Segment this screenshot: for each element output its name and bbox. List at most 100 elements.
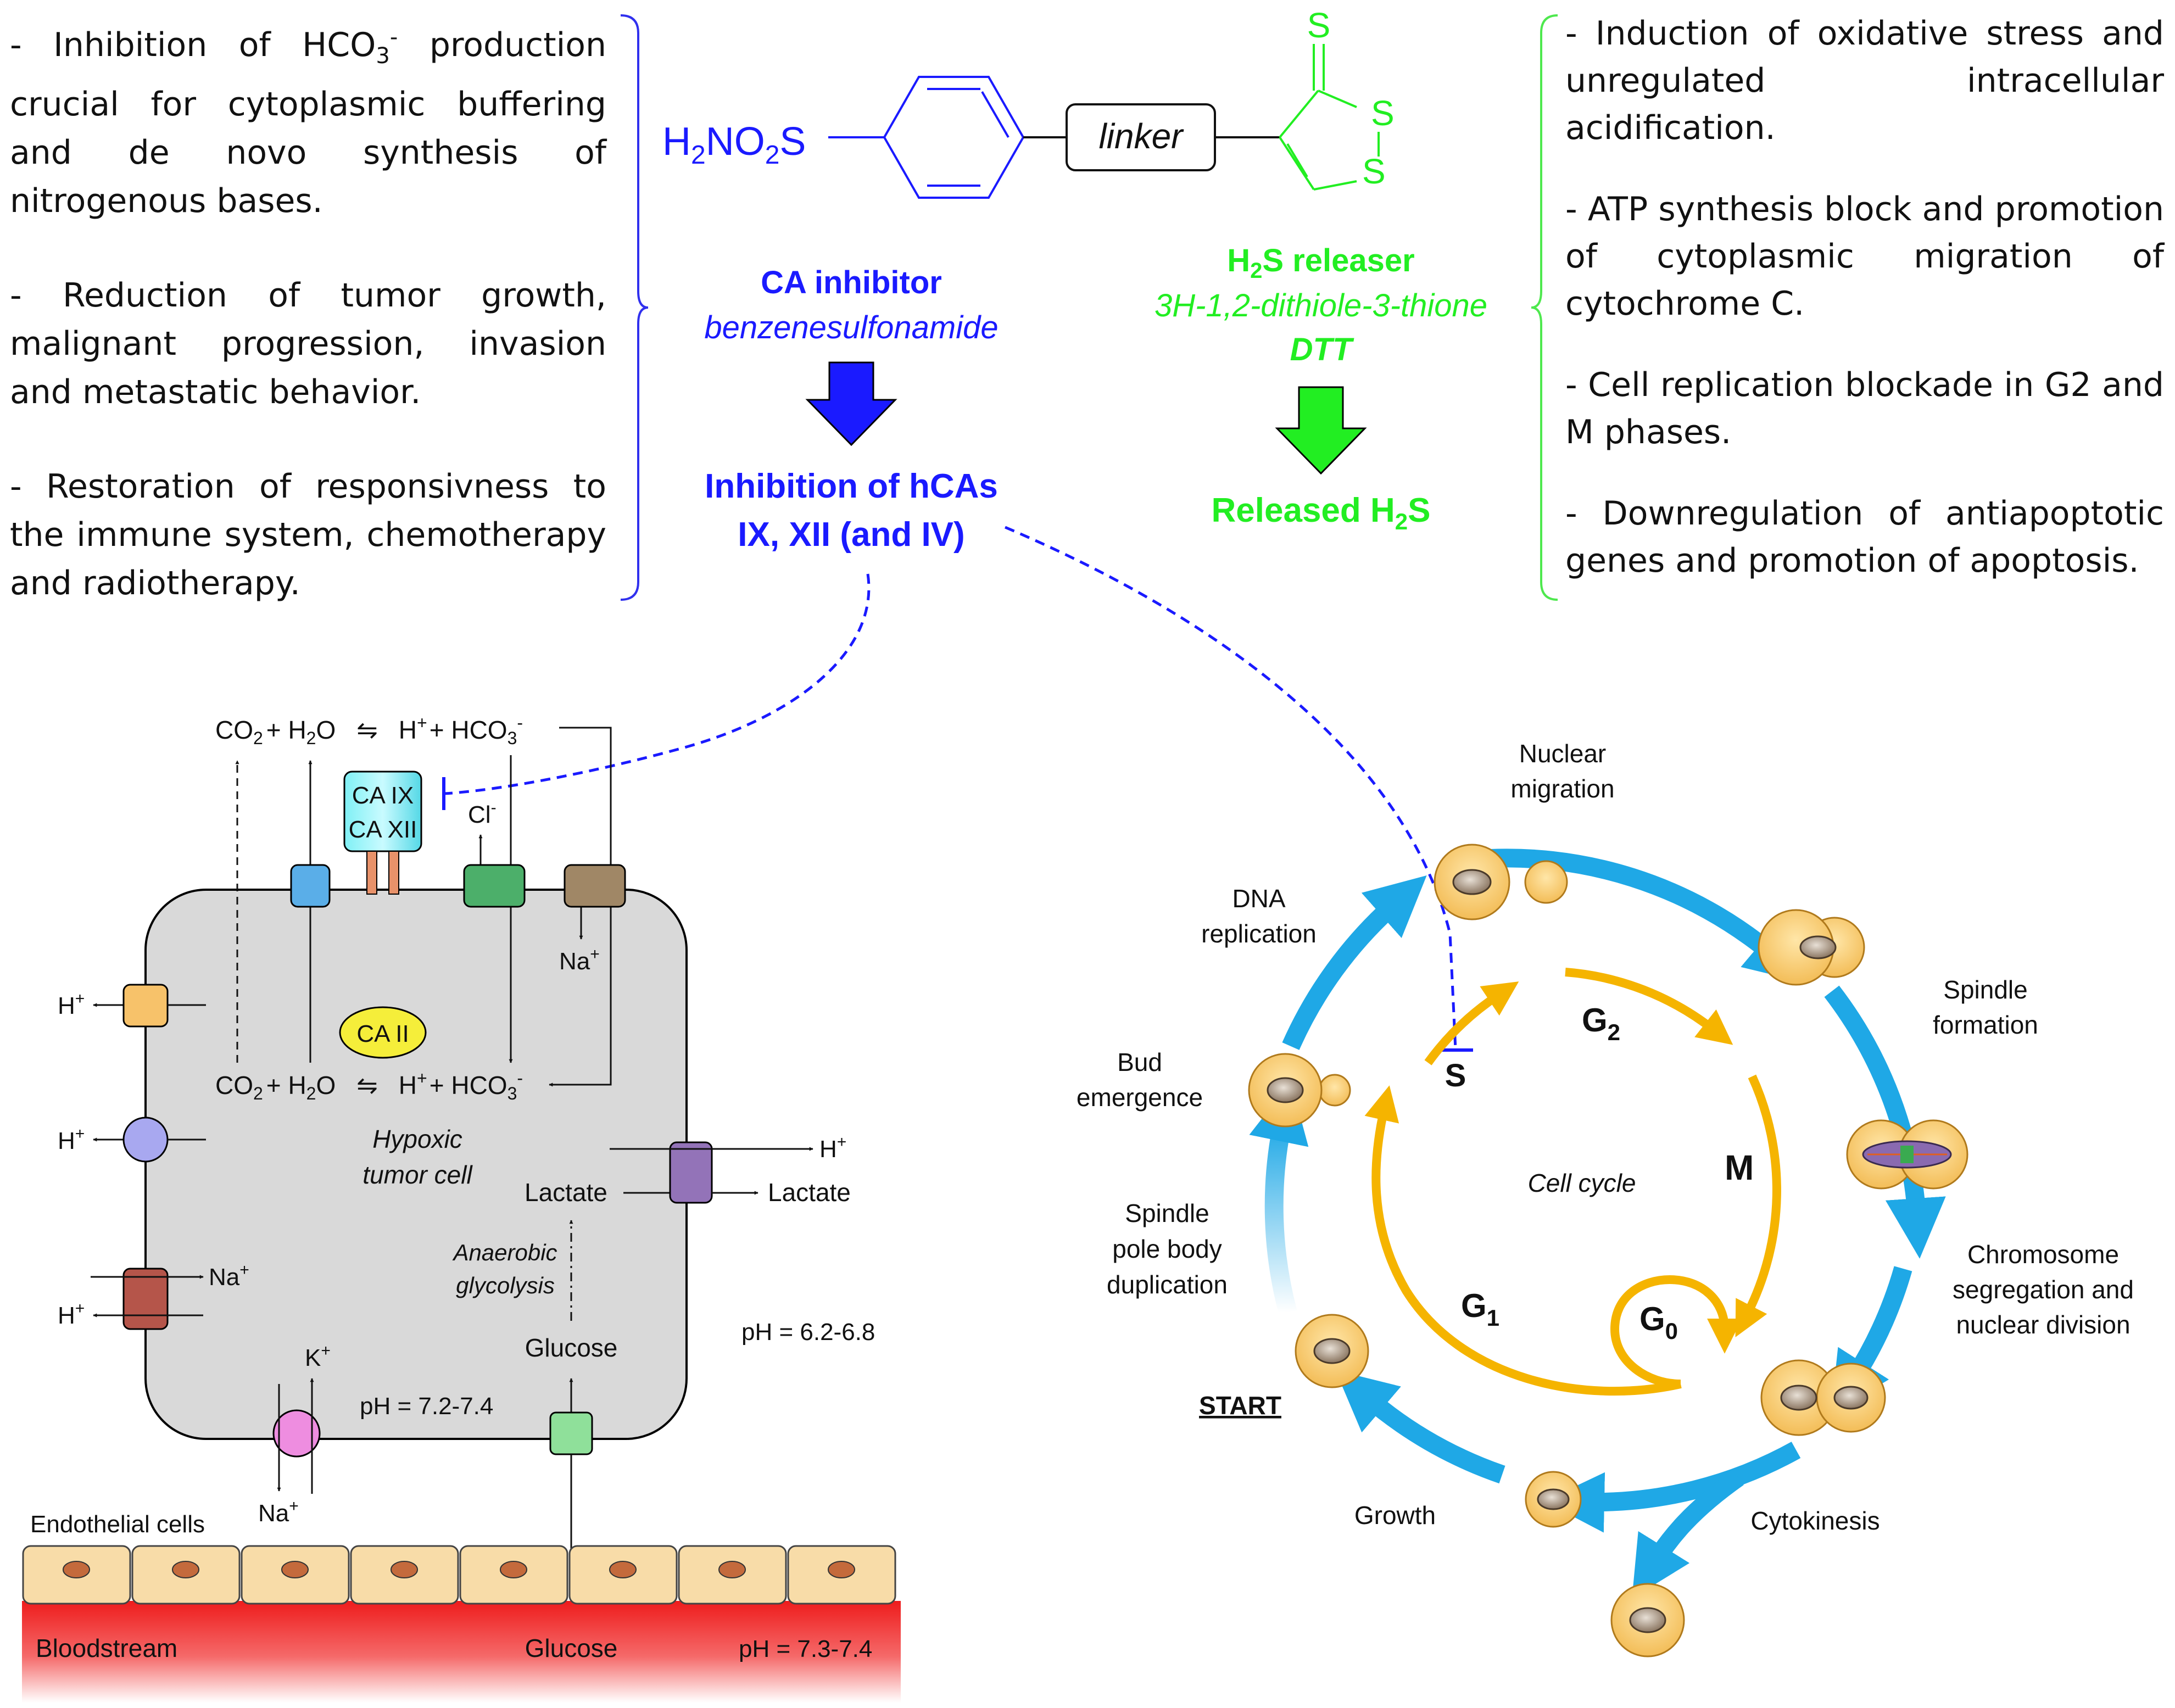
sulfonamide-group: H2NO2S [662,120,806,170]
endothelial-nucleus [391,1561,418,1578]
outer-arc-2 [1824,985,1946,1259]
aquaporin-transporter [290,864,331,908]
h2s-releaser-title: H2S releaser [1227,243,1414,283]
ph-outside: pH = 6.2-6.8 [741,1319,875,1346]
inner-arc-g1 [1364,1085,1682,1396]
ph-blood: pH = 7.3-7.4 [739,1636,872,1662]
ca-ix-label: CA IX [352,782,414,809]
phase-g2: G2 [1582,1002,1620,1045]
ca-inhibition-line1: Inhibition of hCAs [705,467,998,505]
bloodstream-label: Bloodstream [36,1634,177,1662]
yeast-spindle-onset [1758,909,1865,986]
outer-arc-3 [1831,1266,1912,1414]
endothelial-nucleus [500,1561,527,1578]
cell-label-2: tumor cell [362,1160,473,1189]
inhibition-line-ca [443,573,871,795]
right-effect-4: - Downregulation of antiapoptotic genes … [1565,494,2164,580]
h2s-arrow [1275,386,1367,475]
left-effect-3: - Restoration of responsivness to the im… [10,467,606,602]
ca-inhibitor-arrow [805,361,897,446]
dtt-name: 3H-1,2-dithiole-3-thione [1155,288,1487,323]
yeast-nuclear-migration [1434,844,1568,920]
label-chromosome-seg-2: segregation and [1953,1275,2134,1304]
dithiolethione-ring [1279,44,1380,191]
right-effect-2: - ATP synthesis block and promotion of c… [1565,190,2164,323]
ring-sulfur-2: S [1362,152,1386,191]
label-nuclear-migration-1: Nuclear [1519,739,1607,768]
label-spindle-formation-1: Spindle [1943,975,2027,1004]
label-dna-replication-1: DNA [1232,884,1285,913]
yeast-spindle-formation [1846,1119,1968,1190]
glucose-transporter [549,1411,593,1455]
linker-label: linker [1099,116,1185,156]
yeast-daughter [1610,1583,1685,1657]
label-spb-duplication-1: Spindle [1125,1199,1209,1227]
label-chromosome-seg-3: nuclear division [1956,1310,2130,1339]
label-spb-duplication-3: duplication [1107,1270,1228,1299]
benzene-ring [883,76,1025,199]
sodium-label-bottom: Na+ [258,1497,299,1527]
endothelial-nucleus [63,1561,90,1578]
right-effect-1: - Induction of oxidative stress and unre… [1565,14,2164,147]
yeast-growth [1525,1471,1582,1528]
left-effects: - Inhibition of HCO3- production crucial… [10,13,606,654]
ca-inhibitor-subtitle: benzenesulfonamide [704,310,998,345]
ca-ii-label: CA II [356,1020,409,1047]
inner-arc-g0 [1610,1275,1742,1388]
sodium-potassium-pump [272,1409,321,1458]
cell-cycle-center: Cell cycle [1528,1169,1636,1197]
endothelial-nucleus [609,1561,637,1578]
label-cytokinesis: Cytokinesis [1750,1506,1880,1535]
ring-sulfur-1: S [1371,93,1395,133]
yeast-nuclear-division [1760,1359,1886,1436]
cytokinesis-arrow [1632,1470,1744,1599]
inner-arc-g2-m [1565,968,1733,1045]
inhibition-line-cycle [1005,526,1457,1050]
lactate-inside: Lactate [525,1178,607,1207]
ca-xii-label: CA XII [349,816,417,843]
released-h2s: Released H2S [1212,492,1431,534]
equation-top: CO2+ H2O⇋H++ HCO3- [215,713,523,748]
left-effect-2: - Reduction of tumor growth, malignant p… [10,276,606,411]
equation-bottom: CO2+ H2O⇋H++ HCO3- [215,1068,523,1103]
endothelial-cells [22,1545,896,1605]
label-growth: Growth [1354,1501,1436,1530]
endothelial-nucleus [172,1561,199,1578]
endothelial-label: Endothelial cells [30,1511,205,1538]
left-effect-1: - Inhibition of HCO3- production crucial… [10,25,606,220]
inner-arc-s-g2 [1424,981,1519,1065]
chloride-bicarbonate-exchanger [463,864,526,908]
dtt-abbr: DTT [1290,332,1354,367]
inner-arc-m [1735,1074,1781,1337]
cell-label-1: Hypoxic [372,1125,462,1153]
outer-arc-1 [1471,849,1806,983]
phase-m: M [1725,1148,1754,1187]
sodium-label-left: Na+ [209,1261,249,1291]
right-effects: - Induction of oxidative stress and unre… [1565,10,2164,630]
endothelial-nucleus [828,1561,855,1578]
label-bud-emergence-2: emergence [1077,1083,1203,1112]
glucose-blood: Glucose [525,1634,618,1662]
ph-inside: pH = 7.2-7.4 [360,1393,493,1420]
ca-ix-xii-box [343,771,422,852]
ca-anchor-2 [388,851,399,895]
tumor-cell-section: CO2+ H2O⇋H++ HCO3- CO2+ H2O⇋H++ HCO3- CA… [22,713,901,1703]
ca-ii-ellipse [339,1006,427,1059]
proton-label-mct: H+ [819,1133,846,1163]
glycolysis-label-1: Anaerobic [451,1240,557,1265]
ca-anchor-1 [366,851,377,895]
yeast-bud-emergence [1248,1053,1351,1127]
phase-s: S [1445,1058,1466,1093]
molecule: H2NO2S linker S S S [662,5,1395,199]
left-bracket [620,14,649,601]
label-spb-duplication-2: pole body [1112,1235,1222,1263]
sodium-label-top: Na+ [559,945,600,975]
label-start: START [1199,1391,1281,1420]
proton-label-1: H+ [58,990,85,1019]
proton-pump-blue [122,1117,169,1163]
label-dna-replication-2: replication [1201,919,1317,948]
proton-pump-yellow [122,984,169,1028]
chloride-label: Cl- [468,799,497,828]
phase-g1: G1 [1461,1287,1499,1331]
